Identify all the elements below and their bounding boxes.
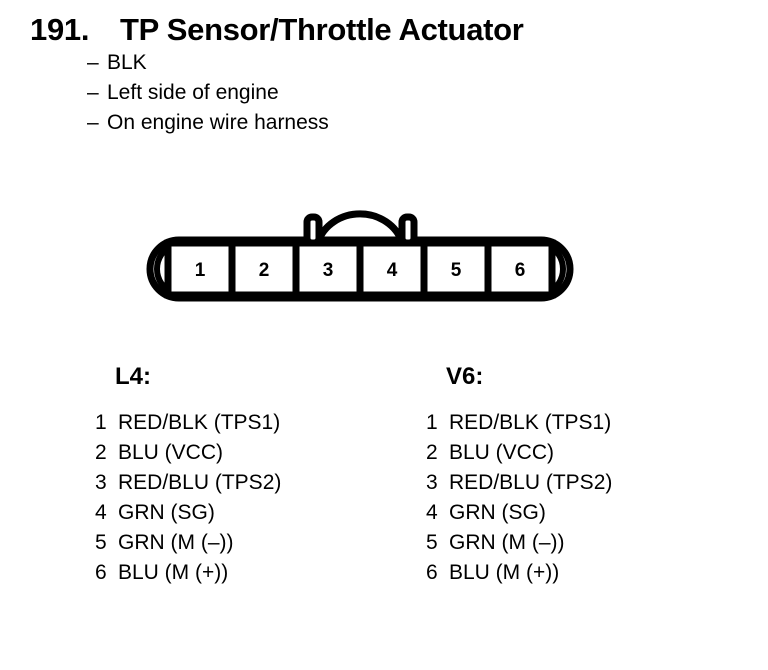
pin-row-number: 5 bbox=[426, 531, 438, 554]
connector-diagram: 1 2 3 4 5 6 bbox=[140, 200, 580, 310]
pin-row-label: RED/BLK (TPS1) bbox=[118, 411, 281, 434]
list-item: 1 RED/BLK (TPS1) bbox=[95, 408, 281, 438]
list-item: 5 GRN (M (–)) bbox=[426, 528, 612, 558]
pin-row-label: GRN (SG) bbox=[449, 501, 546, 524]
list-item: – On engine wire harness bbox=[87, 108, 329, 138]
pin-row-number: 3 bbox=[426, 471, 438, 494]
list-item: 2 BLU (VCC) bbox=[95, 438, 281, 468]
latch-tab-left-icon bbox=[303, 213, 323, 247]
pin-row-number: 3 bbox=[95, 471, 107, 494]
pin-number-3: 3 bbox=[323, 260, 334, 281]
pin-number-6: 6 bbox=[515, 260, 526, 281]
pin-row-label: BLU (VCC) bbox=[118, 441, 224, 464]
column-heading-v6: V6: bbox=[446, 363, 484, 390]
pin-row-label: BLU (M (+)) bbox=[118, 561, 229, 584]
dash-icon: – bbox=[87, 51, 99, 74]
bullet-text: On engine wire harness bbox=[107, 111, 329, 134]
list-item: 6 BLU (M (+)) bbox=[426, 558, 612, 588]
pinout-column-v6: V6: 1 RED/BLK (TPS1) 2 BLU (VCC) 3 RED/B… bbox=[426, 362, 612, 588]
pin-row-label: BLU (VCC) bbox=[449, 441, 555, 464]
list-item: 6 BLU (M (+)) bbox=[95, 558, 281, 588]
pin-row-number: 1 bbox=[426, 411, 438, 434]
pin-row-label: BLU (M (+)) bbox=[449, 561, 560, 584]
header-block: 191. TP Sensor/Throttle Actuator bbox=[30, 12, 740, 48]
list-item: – BLK bbox=[87, 48, 329, 78]
pin-row-number: 6 bbox=[95, 561, 107, 584]
pin-number-4: 4 bbox=[387, 260, 398, 281]
pin-row-label: GRN (SG) bbox=[118, 501, 215, 524]
column-heading-l4: L4: bbox=[115, 363, 151, 390]
list-item: 3 RED/BLU (TPS2) bbox=[426, 468, 612, 498]
pin-row-label: GRN (M (–)) bbox=[118, 531, 234, 554]
list-item: 2 BLU (VCC) bbox=[426, 438, 612, 468]
pin-row-number: 4 bbox=[426, 501, 438, 524]
list-item: 5 GRN (M (–)) bbox=[95, 528, 281, 558]
dash-icon: – bbox=[87, 81, 99, 104]
pin-number-1: 1 bbox=[195, 260, 206, 281]
bullet-text: BLK bbox=[107, 51, 147, 74]
bullet-text: Left side of engine bbox=[107, 81, 279, 104]
pin-row-number: 5 bbox=[95, 531, 107, 554]
pin-number-2: 2 bbox=[259, 260, 270, 281]
pin-row-label: GRN (M (–)) bbox=[449, 531, 565, 554]
pin-list-v6: 1 RED/BLK (TPS1) 2 BLU (VCC) 3 RED/BLU (… bbox=[426, 408, 612, 588]
title-number: 191. bbox=[30, 12, 90, 47]
page-title: 191. TP Sensor/Throttle Actuator bbox=[30, 12, 740, 48]
latch-arch-icon bbox=[314, 210, 406, 244]
list-item: 3 RED/BLU (TPS2) bbox=[95, 468, 281, 498]
pin-list-l4: 1 RED/BLK (TPS1) 2 BLU (VCC) 3 RED/BLU (… bbox=[95, 408, 281, 588]
list-item: 4 GRN (SG) bbox=[95, 498, 281, 528]
pin-row-number: 2 bbox=[95, 441, 107, 464]
pin-row-label: RED/BLU (TPS2) bbox=[449, 471, 613, 494]
pin-row-number: 1 bbox=[95, 411, 107, 434]
pinout-column-l4: L4: 1 RED/BLK (TPS1) 2 BLU (VCC) 3 RED/B… bbox=[95, 362, 281, 588]
connector-illustration: 1 2 3 4 5 6 bbox=[146, 210, 574, 302]
pin-row-label: RED/BLU (TPS2) bbox=[118, 471, 282, 494]
pin-row-number: 4 bbox=[95, 501, 107, 524]
pin-number-5: 5 bbox=[451, 260, 462, 281]
description-bullet-list: – BLK – Left side of engine – On engine … bbox=[87, 48, 329, 138]
title-text: TP Sensor/Throttle Actuator bbox=[120, 12, 524, 47]
pin-row-label: RED/BLK (TPS1) bbox=[449, 411, 612, 434]
list-item: – Left side of engine bbox=[87, 78, 329, 108]
pin-row-number: 6 bbox=[426, 561, 438, 584]
list-item: 4 GRN (SG) bbox=[426, 498, 612, 528]
latch-tab-right-icon bbox=[398, 213, 418, 247]
dash-icon: – bbox=[87, 111, 99, 134]
pin-row-number: 2 bbox=[426, 441, 438, 464]
list-item: 1 RED/BLK (TPS1) bbox=[426, 408, 612, 438]
